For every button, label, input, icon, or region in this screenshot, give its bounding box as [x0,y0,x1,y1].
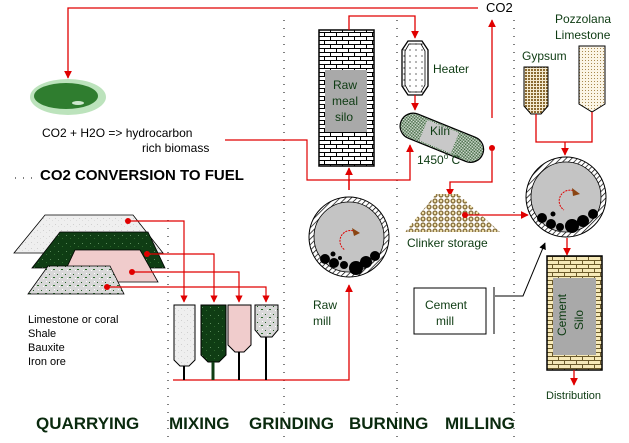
quarry-piles [13,214,166,295]
biomass-icon [30,79,106,115]
kiln-temperature: 1450o C [417,152,461,167]
raw-mill-label-1: Raw [313,298,338,312]
stage-milling: MILLING [445,414,515,433]
stage-mixing: MIXING [169,414,230,433]
heater-label: Heater [433,62,470,76]
diagram-title: CO2 CONVERSION TO FUEL [40,167,244,184]
limestone-label: Limestone [555,28,611,42]
mixing-silos [173,304,279,380]
quarry-to-mix-flows [104,218,270,303]
raw-meal-silo-label-3: silo [335,110,354,124]
kiln [399,112,485,163]
raw-meal-silo-label-2: meal [332,94,359,108]
cement-mill-label-1: Cement [425,298,468,312]
cement-silo-label-2: Silo [572,309,586,330]
clinker-pile [405,194,500,232]
pozzolana-label: Pozzolana [555,12,612,26]
material-bauxite: Bauxite [28,342,65,354]
heater [401,40,429,96]
stage-dividers [15,20,515,443]
co2-label: CO2 [486,0,513,15]
stage-quarrying: QUARRYING [36,414,140,433]
stage-burning: BURNING [349,414,429,433]
raw-mill [308,196,390,278]
raw-meal-silo-label-1: Raw [333,78,358,92]
cement-silo-label-1: Cement [555,293,569,336]
co2-return-flow [64,7,478,79]
material-iron-ore: Iron ore [28,356,66,368]
stage-grinding: GRINDING [249,414,334,433]
cement-mill-box [413,287,487,335]
milling-additives [523,45,606,156]
biomass-equation-line2: rich biomass [142,141,210,155]
cement-silo [546,255,603,371]
clinker-storage-label: Clinker storage [407,236,488,250]
raw-meal-silo [318,29,375,167]
raw-mill-label-2: mill [313,314,331,328]
biomass-equation: CO2 + H2O => hydrocarbon [42,126,193,140]
cement-grinding-mill [525,156,607,238]
kiln-label: Kiln [430,124,451,138]
gypsum-label: Gypsum [522,49,567,63]
cement-mill-label-2: mill [436,314,454,328]
distribution-label: Distribution [546,390,602,402]
material-limestone: Limestone or coral [28,314,119,326]
material-shale: Shale [28,328,57,340]
